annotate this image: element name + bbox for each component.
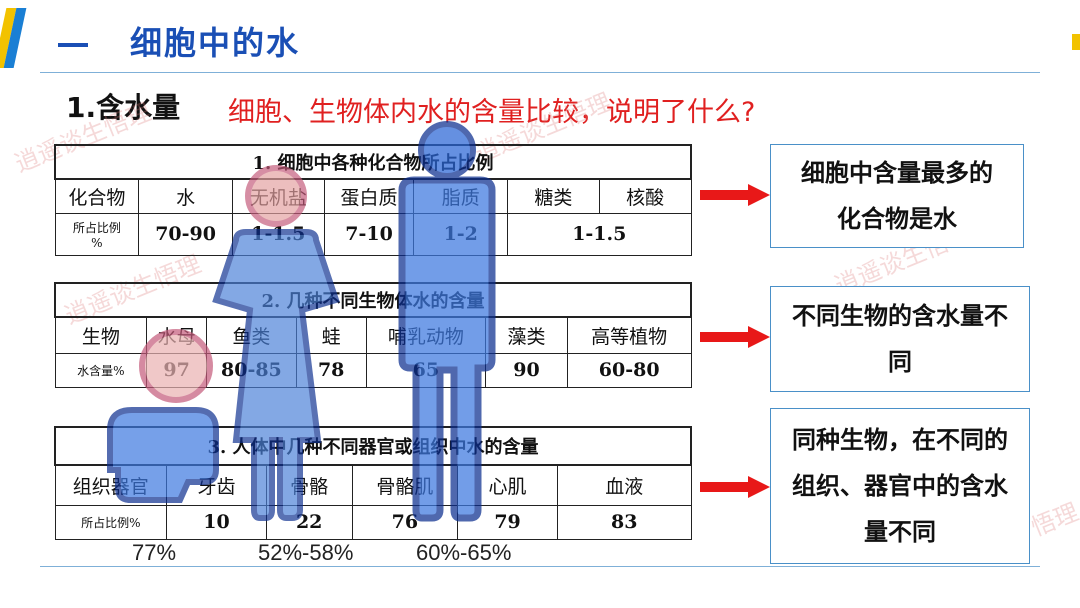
table2-cell: 60-80 (566, 352, 692, 388)
table2-cell: 65 (365, 352, 487, 388)
table3-cell: 79 (457, 504, 558, 540)
table1-header: 无机盐 (231, 178, 325, 214)
table3-caption: 3. 人体中几种不同器官或组织中水的含量 (54, 426, 692, 466)
table2-header: 蛙 (295, 316, 367, 354)
table3-row-label: 所占比例% (54, 504, 168, 540)
conclusion-box-1: 细胞中含量最多的 化合物是水 (770, 144, 1024, 248)
table2-header: 鱼类 (206, 316, 297, 354)
conclusion-2-line1: 不同生物的含水量不 (792, 302, 1008, 330)
table2-header: 高等植物 (566, 316, 692, 354)
table1-cell: 1-2 (413, 212, 509, 256)
table-organism-water: 2. 几种不同生物体水的含量 生物 水母 鱼类 蛙 哺乳动物 藻类 高等植物 水… (54, 282, 692, 388)
table1-header: 糖类 (507, 178, 600, 214)
watermark: 悟理 (1027, 497, 1080, 542)
table3-cell: 83 (556, 504, 692, 540)
table2-header: 哺乳动物 (365, 316, 487, 354)
table1-cell: 1-1.5 (507, 212, 692, 256)
conclusion-3-line3: 量不同 (864, 518, 936, 546)
table2-row-label: 水含量% (54, 352, 148, 388)
table3-header: 心肌 (457, 464, 558, 506)
table1-header: 核酸 (598, 178, 692, 214)
extra-value: 52%-58% (258, 540, 354, 565)
header-stripe-decoration (0, 8, 28, 68)
question-text: 细胞、生物体内水的含量比较，说明了什么? (228, 97, 756, 128)
arrow-right-icon (700, 326, 770, 348)
table1-cell: 1-1.5 (231, 212, 325, 256)
table3-header: 牙齿 (166, 464, 267, 506)
table2-cell: 78 (295, 352, 367, 388)
table2-header: 藻类 (485, 316, 568, 354)
table1-caption: 1. 细胞中各种化合物所占比例 (54, 144, 692, 180)
conclusion-1-line2: 化合物是水 (837, 205, 957, 233)
table2-header: 生物 (54, 316, 148, 354)
table3-header: 血液 (556, 464, 692, 506)
conclusion-3-line2: 组织、器官中的含水 (792, 472, 1008, 500)
conclusion-3-line1: 同种生物，在不同的 (792, 426, 1008, 454)
table-compound-proportions: 1. 细胞中各种化合物所占比例 化合物 水 无机盐 蛋白质 脂质 糖类 核酸 所… (54, 144, 692, 256)
table1-row-label-line1: 所占比例 (72, 220, 121, 235)
table1-header: 水 (138, 178, 233, 214)
conclusion-1-line1: 细胞中含量最多的 (801, 159, 993, 187)
table1-cell: 70-90 (138, 212, 233, 256)
arrow-right-icon (700, 184, 770, 206)
table3-cell: 76 (351, 504, 459, 540)
page-title-text: 细胞中的水 (130, 24, 301, 62)
table2-cell: 80-85 (206, 352, 297, 388)
table1-header: 化合物 (54, 178, 140, 214)
table2-cell: 90 (485, 352, 568, 388)
extra-value: 60%-65% (416, 540, 512, 565)
conclusion-box-3: 同种生物，在不同的 组织、器官中的含水 量不同 (770, 408, 1030, 564)
table1-row-label: 所占比例 % (54, 212, 140, 256)
table3-header: 骨骼 (265, 464, 353, 506)
table1-header: 蛋白质 (323, 178, 415, 214)
section-title: 1.含水量 (66, 91, 181, 124)
title-dash (58, 43, 88, 47)
table3-cell: 22 (265, 504, 353, 540)
table2-cell: 97 (146, 352, 208, 388)
table2-header: 水母 (146, 316, 208, 354)
conclusion-box-2: 不同生物的含水量不 同 (770, 286, 1030, 392)
table3-cell: 10 (166, 504, 267, 540)
extra-value: 77% (132, 540, 177, 565)
table1-cell: 7-10 (323, 212, 415, 256)
conclusion-2-line2: 同 (888, 348, 912, 376)
table1-row-label-line2: % (91, 235, 103, 250)
table3-header: 组织器官 (54, 464, 168, 506)
table-organ-water: 3. 人体中几种不同器官或组织中水的含量 组织器官 牙齿 骨骼 骨骼肌 心肌 血… (54, 426, 692, 540)
arrow-right-icon (700, 476, 770, 498)
page-title: 细胞中的水 (58, 18, 300, 64)
table2-caption: 2. 几种不同生物体水的含量 (54, 282, 692, 318)
table1-header: 脂质 (413, 178, 509, 214)
top-divider (40, 72, 1040, 73)
table3-header: 骨骼肌 (351, 464, 459, 506)
bottom-divider (40, 566, 1040, 567)
corner-tab-decoration (1072, 34, 1080, 50)
